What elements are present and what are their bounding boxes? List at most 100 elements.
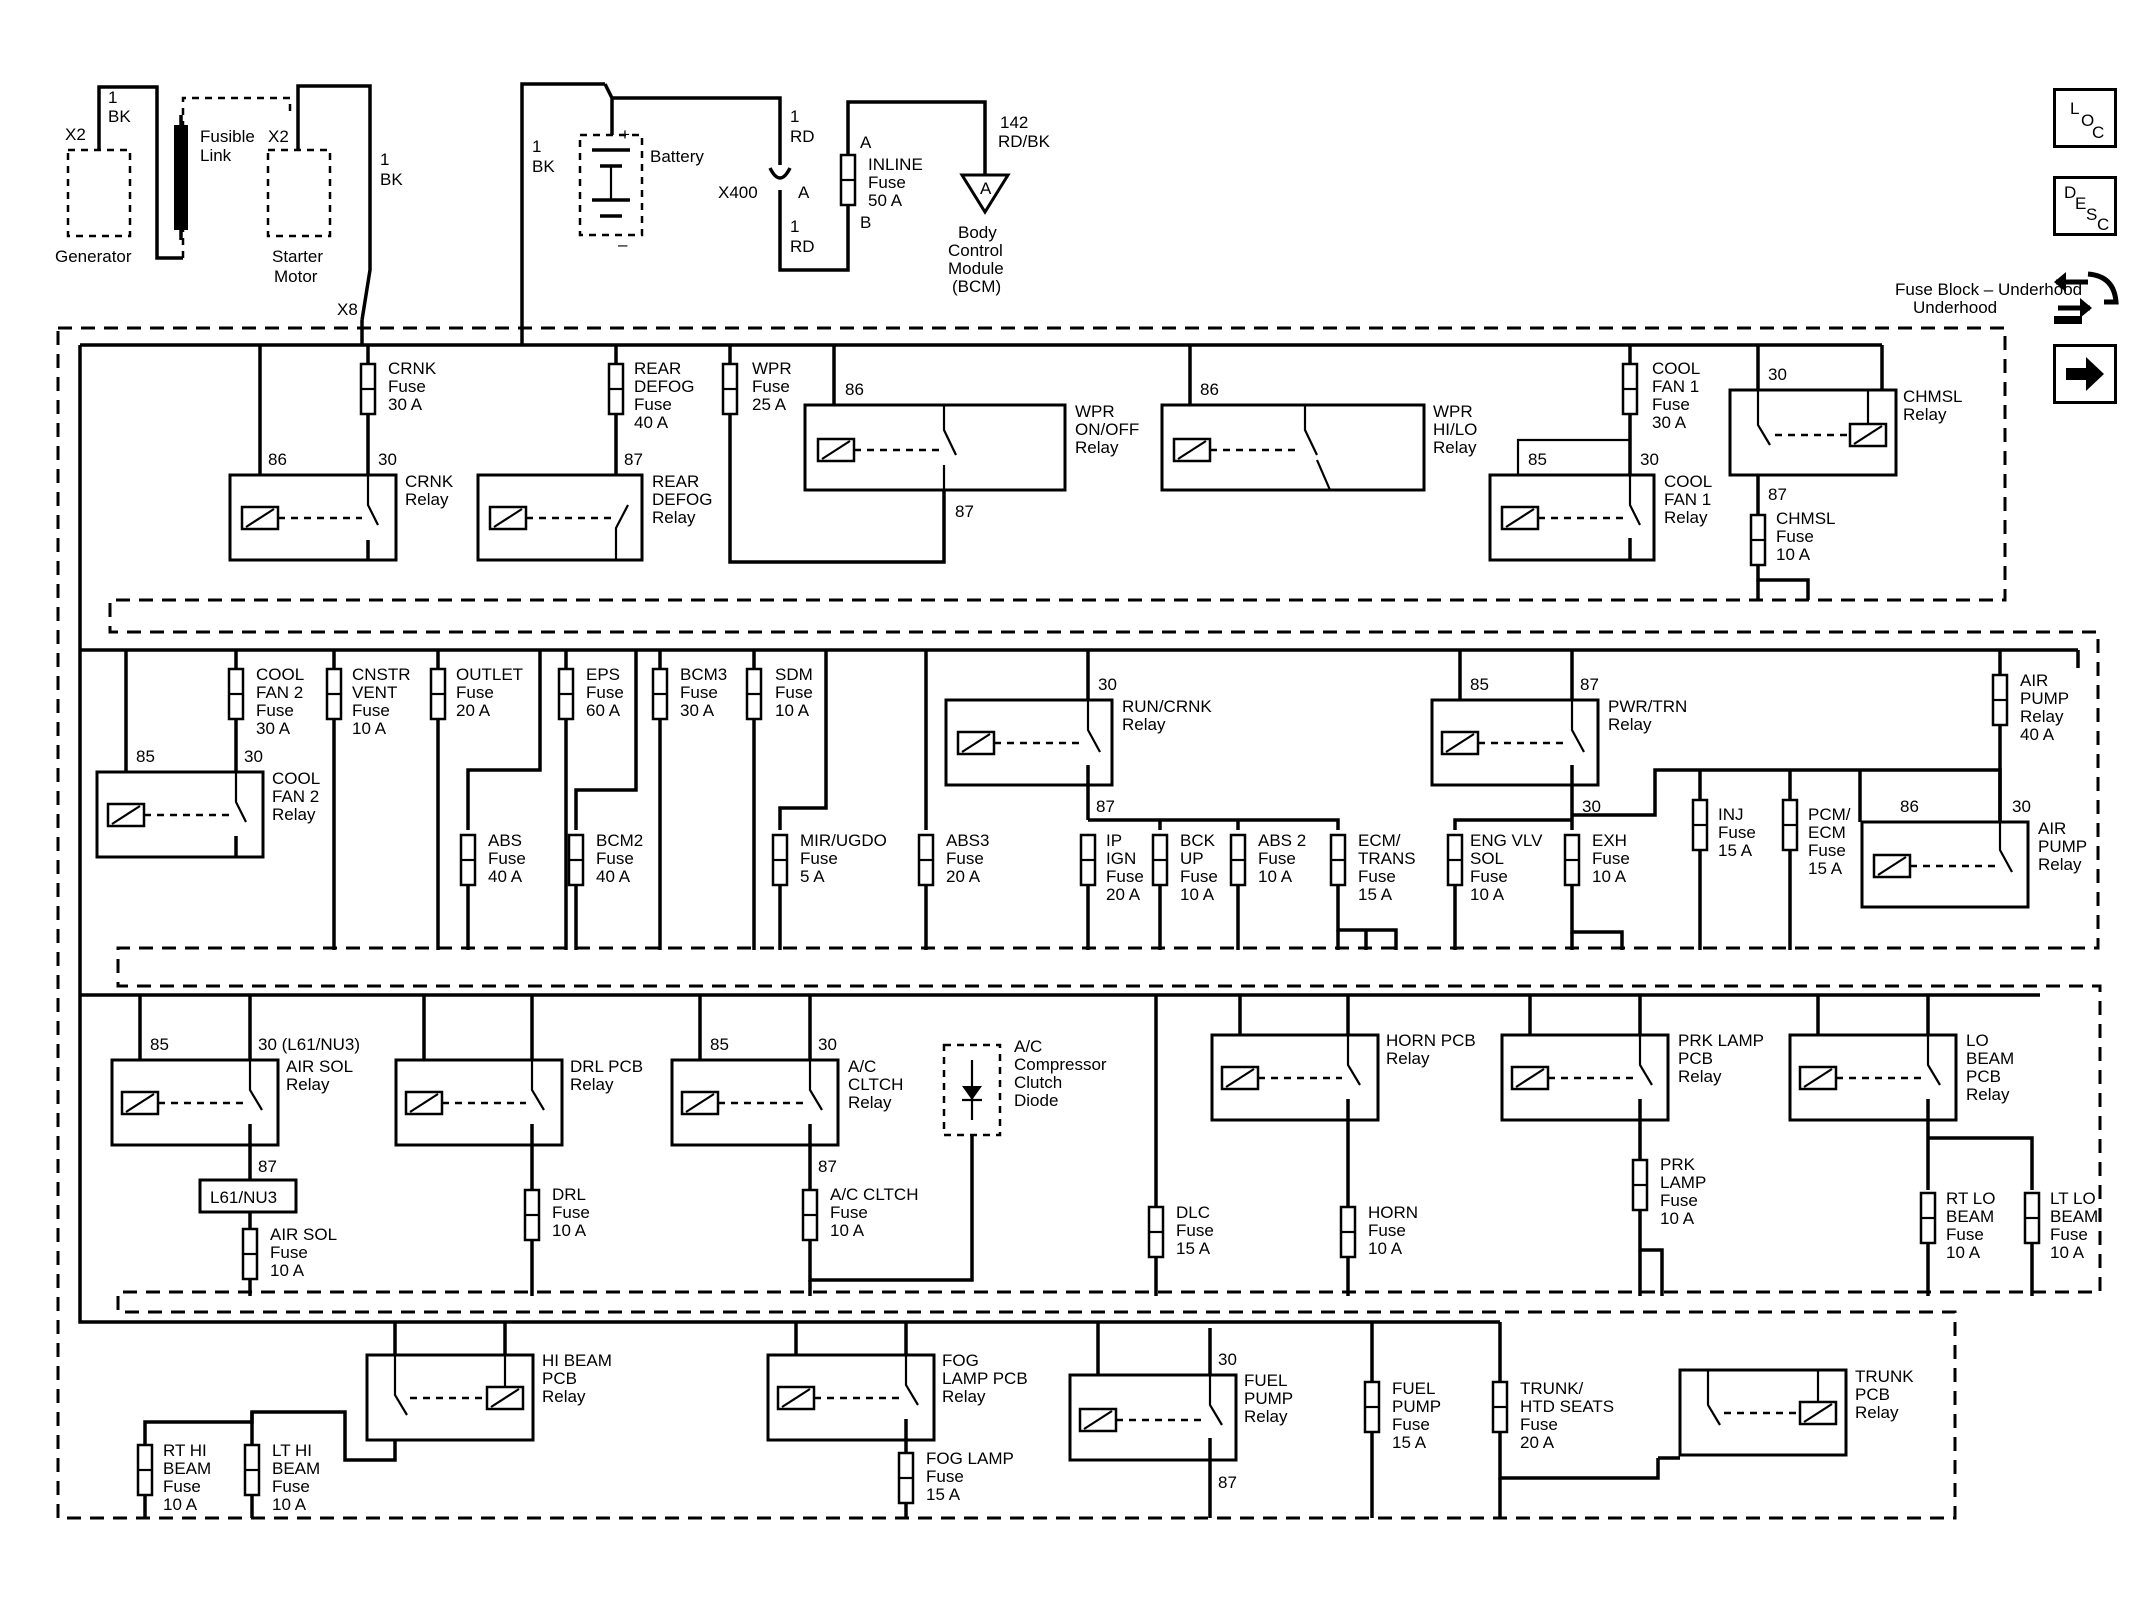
svg-text:COOL: COOL bbox=[256, 665, 304, 684]
svg-text:ABS3: ABS3 bbox=[946, 831, 989, 850]
svg-text:RUN/CRNK: RUN/CRNK bbox=[1122, 697, 1212, 716]
svg-text:SOL: SOL bbox=[1470, 849, 1504, 868]
svg-text:Body: Body bbox=[958, 223, 997, 242]
tools-icon[interactable] bbox=[2050, 262, 2122, 330]
svg-text:87: 87 bbox=[258, 1157, 277, 1176]
loc-letter: O bbox=[2081, 111, 2095, 130]
wpr-fuse: WPR Fuse 25 A bbox=[721, 345, 946, 564]
svg-text:Clutch: Clutch bbox=[1014, 1073, 1062, 1092]
svg-text:30: 30 bbox=[818, 1035, 837, 1054]
svg-text:A/C CLTCH: A/C CLTCH bbox=[830, 1185, 918, 1204]
svg-text:RD: RD bbox=[790, 237, 815, 256]
outlet-fuse: OUTLET Fuse 20 A bbox=[429, 650, 523, 950]
svg-text:Relay: Relay bbox=[570, 1075, 614, 1094]
svg-text:Relay: Relay bbox=[2038, 855, 2082, 874]
svg-text:ECM/: ECM/ bbox=[1358, 831, 1401, 850]
svg-text:10 A: 10 A bbox=[1776, 545, 1811, 564]
svg-text:Fuse: Fuse bbox=[388, 377, 426, 396]
svg-text:25 A: 25 A bbox=[752, 395, 787, 414]
svg-text:A: A bbox=[860, 133, 872, 152]
svg-text:INLINE: INLINE bbox=[868, 155, 923, 174]
rt-hi-beam-fuse: RT HI BEAM Fuse 10 A bbox=[136, 1441, 211, 1518]
svg-text:BCK: BCK bbox=[1180, 831, 1216, 850]
svg-text:87: 87 bbox=[1768, 485, 1787, 504]
svg-text:A/C: A/C bbox=[848, 1057, 876, 1076]
svg-text:15 A: 15 A bbox=[1392, 1433, 1427, 1452]
svg-text:UP: UP bbox=[1180, 849, 1204, 868]
hi-beam-pcb-relay: HI BEAM PCB Relay bbox=[143, 1322, 612, 1462]
svg-text:Relay: Relay bbox=[286, 1075, 330, 1094]
svg-text:WPR: WPR bbox=[1075, 402, 1115, 421]
svg-text:Generator: Generator bbox=[55, 247, 132, 266]
svg-text:PRK LAMP: PRK LAMP bbox=[1678, 1031, 1764, 1050]
svg-text:Relay: Relay bbox=[405, 490, 449, 509]
svg-text:86: 86 bbox=[1200, 380, 1219, 399]
svg-text:10 A: 10 A bbox=[272, 1495, 307, 1514]
svg-text:PUMP: PUMP bbox=[2038, 837, 2087, 856]
loc-button[interactable]: L O C bbox=[2053, 88, 2117, 148]
rear-defog-relay: 87 REAR DEFOG Relay bbox=[476, 450, 712, 562]
svg-text:BK: BK bbox=[532, 157, 555, 176]
svg-text:Relay: Relay bbox=[652, 508, 696, 527]
svg-text:Fuse: Fuse bbox=[1392, 1415, 1430, 1434]
svg-text:40 A: 40 A bbox=[596, 867, 631, 886]
crnk-fuse: CRNK Fuse 30 A bbox=[359, 345, 437, 475]
svg-text:10 A: 10 A bbox=[1258, 867, 1293, 886]
svg-text:86: 86 bbox=[1900, 797, 1919, 816]
svg-text:30 (L61/NU3): 30 (L61/NU3) bbox=[258, 1035, 360, 1054]
lt-hi-beam-fuse: LT HI BEAM Fuse 10 A bbox=[243, 1441, 320, 1518]
cool-fan-1-fuse: COOL FAN 1 Fuse 30 A bbox=[1621, 345, 1700, 475]
svg-text:AIR: AIR bbox=[2020, 671, 2048, 690]
svg-text:20 A: 20 A bbox=[456, 701, 491, 720]
svg-text:40 A: 40 A bbox=[2020, 725, 2055, 744]
svg-text:PCB: PCB bbox=[1855, 1385, 1890, 1404]
svg-text:Fuse: Fuse bbox=[1652, 395, 1690, 414]
svg-text:Relay: Relay bbox=[1903, 405, 1947, 424]
svg-text:Fuse: Fuse bbox=[256, 701, 294, 720]
next-button[interactable] bbox=[2053, 344, 2117, 404]
svg-text:Fuse: Fuse bbox=[1368, 1221, 1406, 1240]
fuel-pump-relay: 30 FUEL PUMP Relay 87 bbox=[1068, 1322, 1293, 1518]
svg-text:COOL: COOL bbox=[1652, 359, 1700, 378]
svg-text:PRK: PRK bbox=[1660, 1155, 1696, 1174]
svg-text:1: 1 bbox=[380, 150, 389, 169]
svg-text:30: 30 bbox=[1768, 365, 1787, 384]
svg-text:PCB: PCB bbox=[1678, 1049, 1713, 1068]
svg-text:Fuse: Fuse bbox=[830, 1203, 868, 1222]
air-pump-fuse: AIR PUMP Relay 40 A bbox=[1991, 650, 2069, 822]
wpr-hi-lo-relay: 86 WPR HI/LO Relay bbox=[1160, 345, 1477, 492]
generator: X2 Generator 1 BK bbox=[55, 85, 183, 266]
svg-text:Fuse: Fuse bbox=[946, 849, 984, 868]
wpr-on-off-relay: 86 WPR ON/OFF Relay 87 bbox=[803, 345, 1139, 521]
svg-text:Relay: Relay bbox=[1122, 715, 1166, 734]
loc-letter: L bbox=[2070, 99, 2080, 118]
battery: 1 BK + Battery – 1 RD X400 A 1 RD A INLI… bbox=[520, 82, 1051, 345]
svg-text:30: 30 bbox=[2012, 797, 2031, 816]
svg-text:10 A: 10 A bbox=[1470, 885, 1505, 904]
svg-text:10 A: 10 A bbox=[775, 701, 810, 720]
svg-text:Fuse: Fuse bbox=[868, 173, 906, 192]
svg-text:AIR: AIR bbox=[2038, 819, 2066, 838]
svg-text:LT LO: LT LO bbox=[2050, 1189, 2096, 1208]
svg-text:10 A: 10 A bbox=[552, 1221, 587, 1240]
svg-text:A/C: A/C bbox=[1014, 1037, 1042, 1056]
svg-text:HI/LO: HI/LO bbox=[1433, 420, 1477, 439]
svg-text:FAN 2: FAN 2 bbox=[272, 787, 319, 806]
svg-text:1: 1 bbox=[108, 88, 117, 107]
svg-text:PUMP: PUMP bbox=[1392, 1397, 1441, 1416]
svg-text:FAN 2: FAN 2 bbox=[256, 683, 303, 702]
svg-text:BEAM: BEAM bbox=[1966, 1049, 2014, 1068]
svg-text:40 A: 40 A bbox=[488, 867, 523, 886]
svg-text:FOG: FOG bbox=[942, 1351, 979, 1370]
svg-text:87: 87 bbox=[955, 502, 974, 521]
svg-text:PCB: PCB bbox=[1966, 1067, 2001, 1086]
ac-compressor-clutch-diode: A/C Compressor Clutch Diode bbox=[942, 1037, 1107, 1137]
svg-text:PUMP: PUMP bbox=[1244, 1389, 1293, 1408]
svg-text:87: 87 bbox=[624, 450, 643, 469]
svg-text:87: 87 bbox=[1218, 1473, 1237, 1492]
svg-text:Fuse: Fuse bbox=[634, 395, 672, 414]
eng-vlv-sol-fuse: ENG VLV SOL Fuse 10 A bbox=[1446, 831, 1543, 950]
desc-button[interactable]: D E S C bbox=[2053, 176, 2117, 236]
svg-text:10 A: 10 A bbox=[1660, 1209, 1695, 1228]
svg-text:30 A: 30 A bbox=[680, 701, 715, 720]
